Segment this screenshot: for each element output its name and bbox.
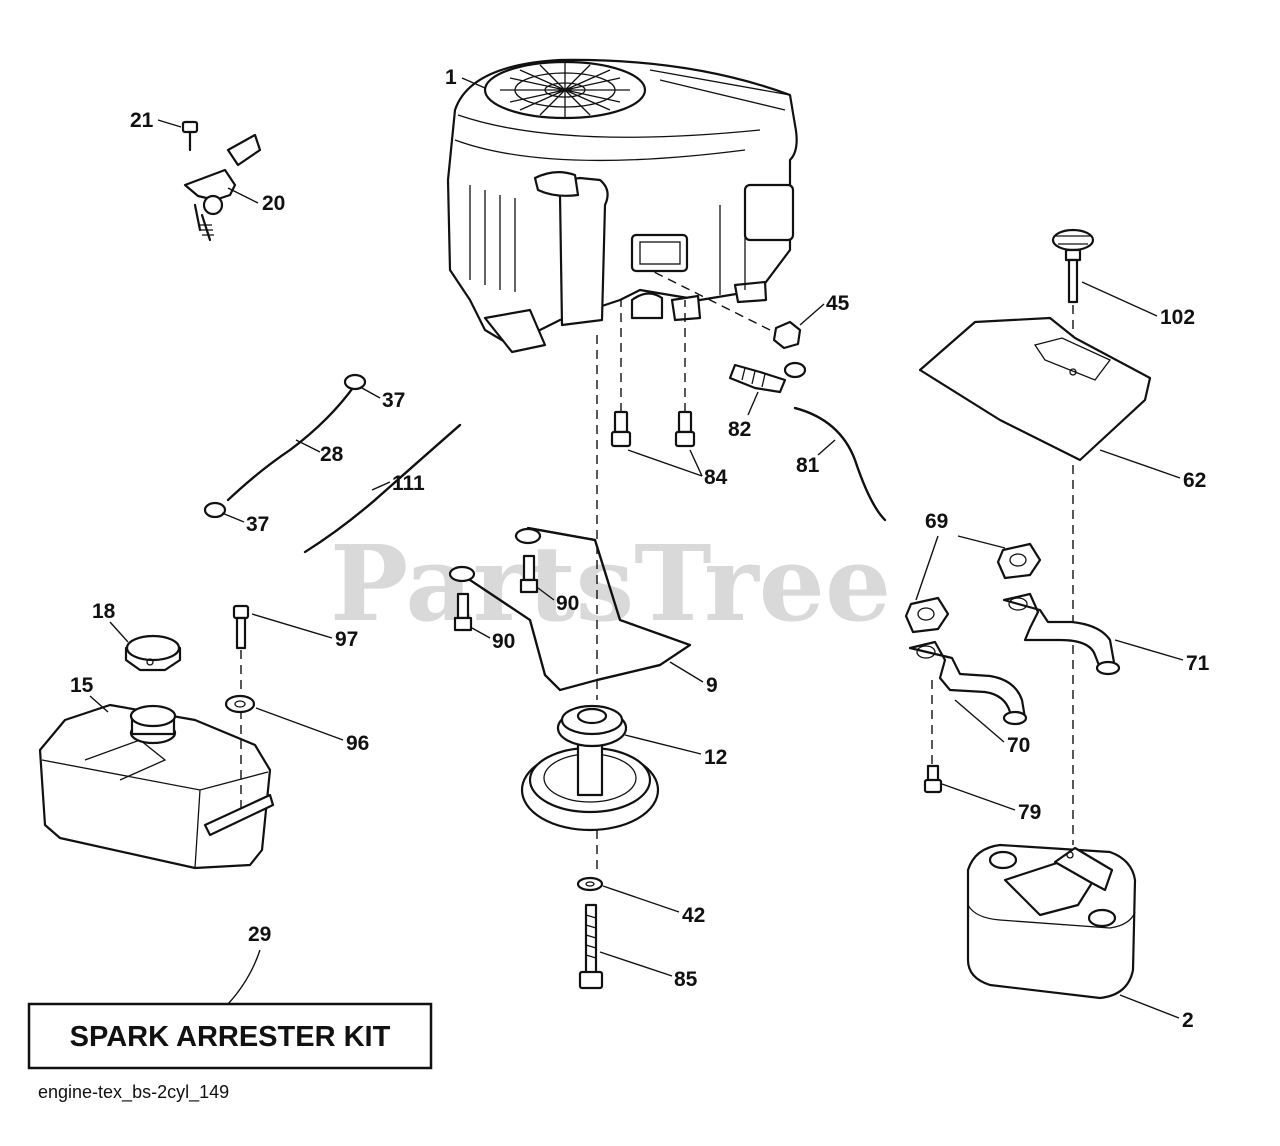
bolt-85 [578,903,604,990]
heat-shield [918,316,1152,462]
washer-96 [224,694,256,714]
oil-drain-plug [649,269,802,350]
choke-control [181,120,262,242]
belt-guide [448,526,692,692]
diagram-id: engine-tex_bs-2cyl_149 [38,1082,229,1103]
exhaust-pipe-left [908,640,1028,726]
callout-oil-drain-plug: 45 [826,292,850,315]
callout-washer-96: 96 [346,732,369,755]
bolts-84 [610,300,696,448]
knob-102 [1051,228,1095,360]
pulley [520,704,660,832]
hose-111 [303,423,462,554]
drain-valve [728,361,807,394]
callout-screw-97: 97 [335,628,358,651]
callout-engine: 1 [445,66,457,89]
callout-clamp-top: 37 [382,389,405,412]
washer-42 [576,876,604,892]
engine [446,58,798,354]
callout-gasket: 69 [925,510,948,533]
callout-knob-102: 102 [1160,306,1195,329]
gaskets-69 [904,542,1042,634]
callout-belt-guide: 9 [706,674,718,697]
callout-screw-21: 21 [130,109,154,132]
screw-79 [923,764,943,794]
bolt-90-b [453,592,473,632]
callout-exhaust-pipe-left: 70 [1007,734,1030,757]
callout-bolts-84: 84 [704,466,728,489]
drain-hose [793,406,887,522]
callout-screw-79: 79 [1018,801,1041,824]
callout-fuel-line: 28 [320,443,344,466]
callout-exhaust-pipe-right: 71 [1186,652,1210,675]
callout-bolt-85: 85 [674,968,698,991]
spark-arrester-kit-label: SPARK ARRESTER KIT [70,1021,391,1053]
callout-fuel-tank: 15 [70,674,94,697]
callout-bolt-90-a: 90 [556,592,579,615]
callout-spark-arrester-kit: 29 [248,923,271,946]
watermark: PartsTree [330,522,891,645]
callout-fuel-cap: 18 [92,600,116,623]
callout-heat-shield: 62 [1183,469,1206,492]
bolt-90-a [519,554,539,594]
callout-bolt-90-b: 90 [492,630,515,653]
callout-clamp-bottom: 37 [246,513,269,536]
callout-washer-42: 42 [682,904,705,927]
fuel-tank [38,703,275,870]
callout-drain-hose: 81 [796,454,820,477]
callout-muffler: 2 [1182,1009,1194,1032]
spark-arrester-kit-box [27,1002,433,1070]
callout-choke-control: 20 [262,192,285,215]
callout-drain-valve: 82 [728,418,751,441]
callout-hose-111: 111 [392,472,425,495]
muffler [966,843,1137,1000]
fuel-cap [124,634,182,672]
callout-pulley: 12 [704,746,727,769]
fuel-line [203,373,367,519]
exhaust-pipe-right [1002,592,1121,676]
screw-97 [232,604,250,810]
